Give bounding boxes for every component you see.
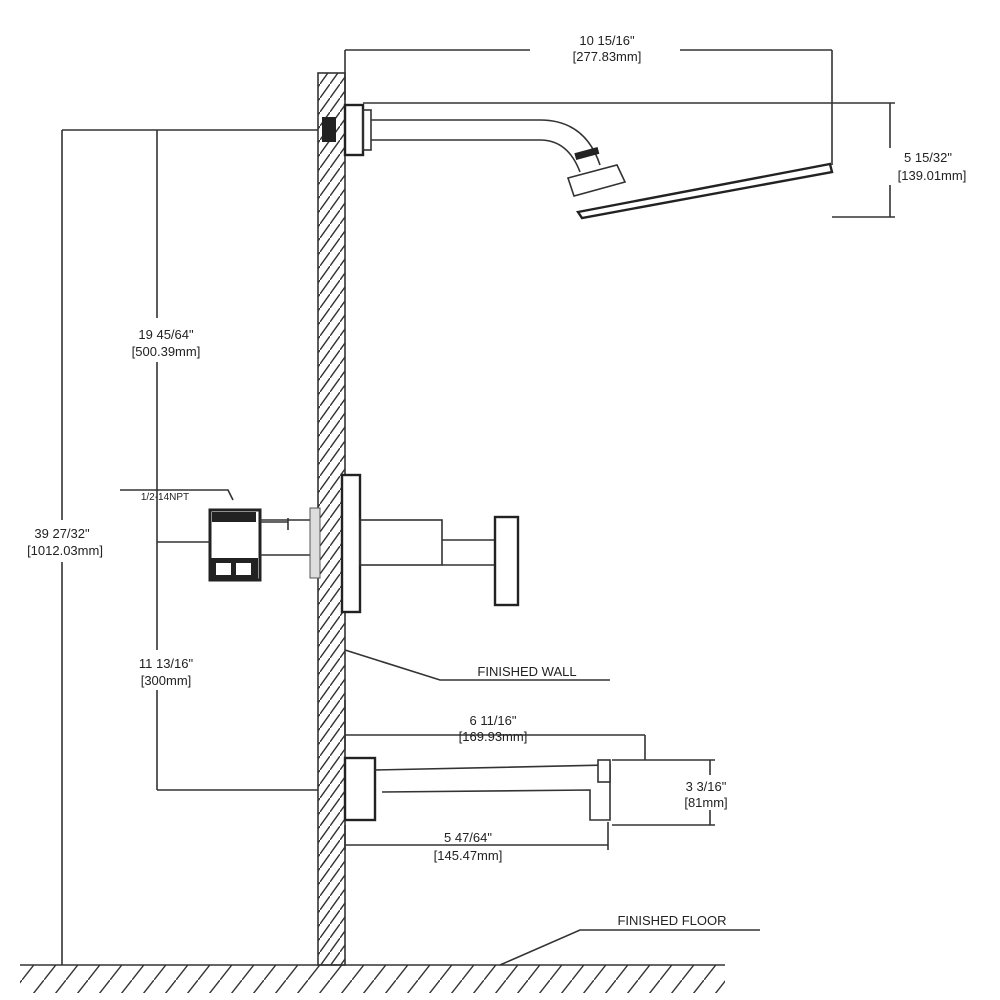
head-drop-imperial: 5 15/32" [904, 150, 952, 165]
shower-arm-and-head [322, 103, 834, 220]
arm-reach-imperial: 10 15/16" [579, 33, 635, 48]
tub-spout [343, 756, 611, 822]
valve-to-spout-imperial: 11 13/16" [139, 656, 194, 671]
arm-to-floor-metric: [1012.03mm] [27, 543, 103, 558]
head-drop-metric: [139.01mm] [898, 168, 967, 183]
finished-wall-label: FINISHED WALL [477, 664, 576, 679]
valve-to-spout-metric: [300mm] [141, 673, 192, 688]
finished-floor-label: FINISHED FLOOR [617, 913, 726, 928]
arm-reach-metric: [277.83mm] [573, 49, 642, 64]
finished-floor-section [20, 964, 725, 993]
arm-to-valve-imperial: 19 45/64" [138, 327, 194, 342]
spout-length-metric: [169.93mm] [459, 729, 528, 744]
dimension-lines [61, 49, 895, 966]
arm-to-valve-metric: [500.39mm] [132, 344, 201, 359]
spout-height-metric: [81mm] [684, 795, 727, 810]
spout-outlet-imperial: 5 47/64" [444, 830, 492, 845]
valve-and-handle [208, 473, 520, 614]
spout-height-imperial: 3 3/16" [686, 779, 727, 794]
valve-connection-label: 1/2-14NPT [141, 492, 189, 503]
spout-outlet-metric: [145.47mm] [434, 848, 503, 863]
spout-length-imperial: 6 11/16" [469, 713, 516, 728]
arm-to-floor-imperial: 39 27/32" [34, 526, 90, 541]
